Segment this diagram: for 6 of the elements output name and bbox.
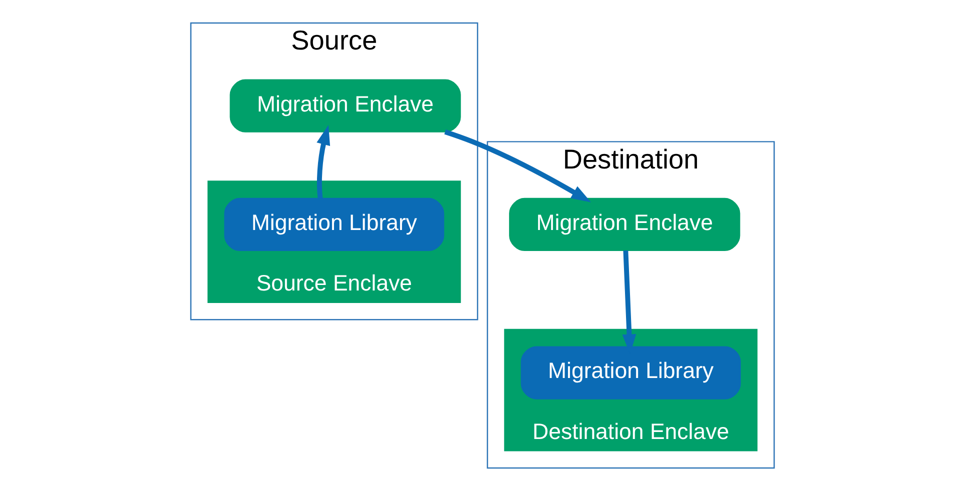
node-box: Migration Library	[224, 198, 444, 252]
node-box: Migration Enclave	[508, 198, 740, 252]
node-box: Migration Enclave	[229, 79, 460, 132]
arrow	[316, 125, 330, 199]
node-box: Migration Library	[520, 346, 740, 400]
arrow	[444, 130, 590, 202]
